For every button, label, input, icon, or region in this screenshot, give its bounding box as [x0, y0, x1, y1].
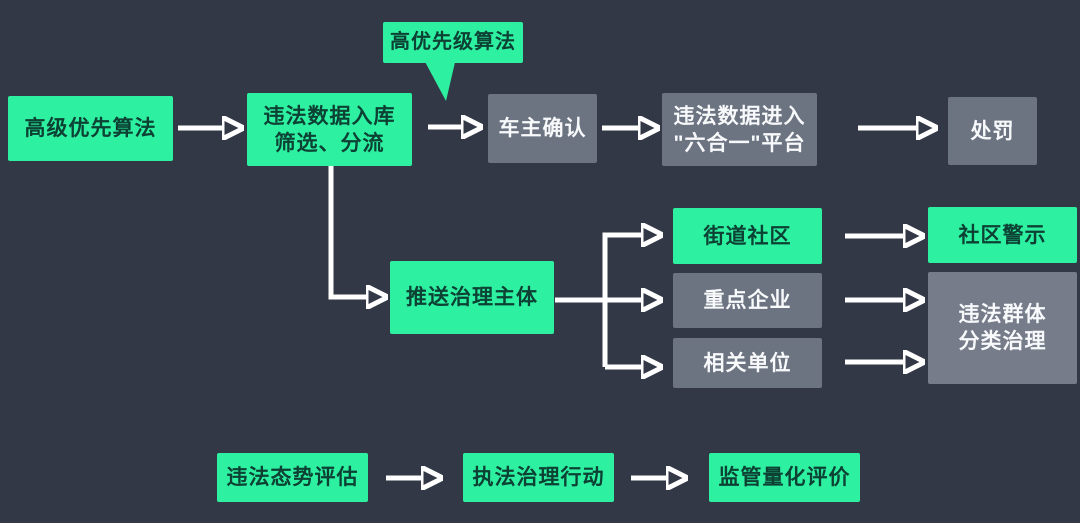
node-label: 街道社区	[703, 224, 792, 248]
elbow-intake-to-push	[328, 163, 366, 297]
node-label-line2: "六合一"平台	[673, 131, 806, 155]
node-street-community: 街道社区	[673, 208, 822, 264]
node-advanced-priority-algorithm: 高级优先算法	[8, 96, 173, 161]
node-label-line1: 违法数据进入	[673, 104, 806, 128]
node-owner-confirmation: 车主确认	[488, 94, 597, 163]
node-label-line1: 违法群体	[958, 303, 1047, 326]
node-community-warning: 社区警示	[928, 207, 1077, 263]
node-label: 社区警示	[958, 223, 1047, 247]
node-push-governance-subject: 推送治理主体	[390, 261, 554, 334]
node-enforcement-governance-action: 执法治理行动	[463, 453, 614, 502]
node-label: 高级优先算法	[24, 117, 157, 140]
node-label-line1: 违法数据入库	[263, 104, 396, 128]
node-label: 重点企业	[703, 289, 792, 312]
node-related-unit: 相关单位	[673, 338, 822, 388]
branch-push-to-street	[602, 235, 641, 367]
node-label: 推送治理主体	[406, 286, 538, 309]
node-label: 车主确认	[498, 117, 587, 140]
node-label: 处罚	[970, 119, 1015, 143]
node-punishment: 处罚	[948, 97, 1037, 165]
node-label: 违法态势评估	[226, 466, 359, 489]
node-six-in-one-platform: 违法数据进入 "六合一"平台	[662, 93, 817, 166]
node-regulation-quantitative-evaluation: 监管量化评价	[709, 453, 860, 502]
node-label: 相关单位	[703, 351, 792, 375]
callout-high-priority-algorithm: 高优先级算法	[383, 22, 523, 63]
node-label: 执法治理行动	[472, 466, 605, 489]
callout-tail	[423, 58, 456, 101]
callout-label: 高优先级算法	[390, 31, 516, 53]
node-label-line2: 分类治理	[958, 330, 1047, 353]
node-illegal-situation-assessment: 违法态势评估	[217, 453, 368, 502]
node-label: 监管量化评价	[718, 466, 851, 489]
node-label-line2: 筛选、分流	[274, 131, 385, 155]
node-illegal-data-intake: 违法数据入库 筛选、分流	[247, 93, 412, 166]
node-illegal-group-governance: 违法群体 分类治理	[928, 272, 1077, 384]
node-key-enterprise: 重点企业	[673, 273, 822, 328]
